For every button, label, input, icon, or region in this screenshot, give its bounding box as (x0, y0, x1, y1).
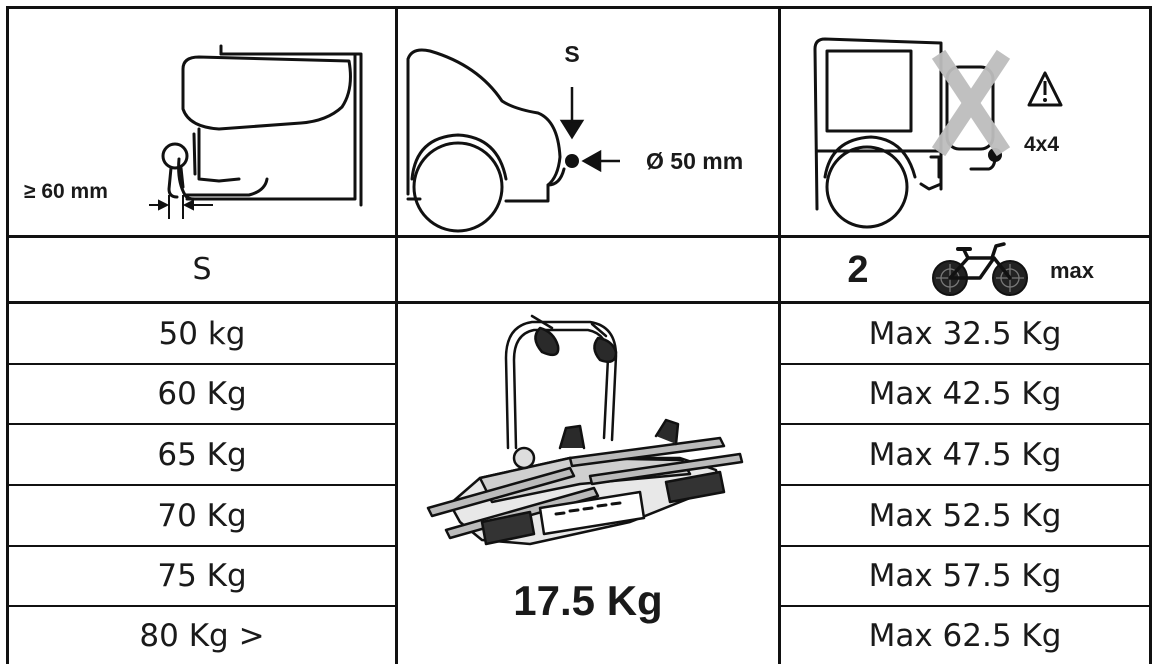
max-bike-load-row-5: Max 57.5 Kg (868, 558, 1062, 594)
row-divider-right-3 (778, 484, 1152, 486)
towball-load-row-5: 75 Kg (157, 558, 247, 594)
bike-max-label: max (1050, 258, 1095, 283)
row-divider-subheader (6, 301, 1152, 304)
carrier-weight-label: 17.5 Kg (513, 577, 663, 624)
max-bike-load-row-3: Max 47.5 Kg (868, 436, 1062, 473)
max-bike-load-row-1: Max 32.5 Kg (868, 315, 1062, 352)
max-bike-load-row-2: Max 42.5 Kg (868, 376, 1062, 412)
row-divider-right-2 (778, 423, 1152, 425)
towball-load-row-6: 80 Kg > (139, 617, 265, 654)
row-divider-right-5 (778, 605, 1152, 607)
row-divider-left-4 (6, 545, 398, 547)
car-rear-towball-icon (406, 48, 620, 233)
towbar-side-icon (149, 44, 363, 219)
row-divider-left-5 (6, 605, 398, 607)
bike-count: 2 (847, 248, 869, 291)
table-border-left (6, 6, 9, 664)
towball-load-row-3: 65 Kg (157, 436, 247, 473)
table-border-top (6, 6, 1152, 9)
max-bike-load-row-4: Max 52.5 Kg (868, 497, 1062, 534)
ball-diameter-label: Ø 50 mm (646, 147, 744, 174)
row-divider-left-2 (6, 423, 398, 425)
towball-load-header: S (192, 252, 212, 287)
bicycle-icon (932, 242, 1028, 296)
row-divider-right-4 (778, 545, 1152, 547)
row-divider-right-1 (778, 363, 1152, 365)
row-divider-header (6, 235, 1152, 238)
bike-carrier-icon (426, 314, 744, 546)
column-divider-2 (778, 6, 781, 664)
no-4x4-warning-icon (813, 37, 1063, 229)
table-border-right (1149, 6, 1152, 664)
vehicle-type-label: 4x4 (1024, 133, 1060, 156)
row-divider-left-3 (6, 484, 398, 486)
towball-load-row-4: 70 Kg (157, 497, 247, 534)
row-divider-left-1 (6, 363, 398, 365)
towball-clearance-label: ≥ 60 mm (24, 180, 108, 203)
column-divider-1 (395, 6, 398, 664)
ball-marker-label: S (564, 40, 580, 67)
max-bike-load-row-6: Max 62.5 Kg (868, 617, 1062, 654)
towball-load-row-2: 60 Kg (157, 376, 247, 412)
towball-load-row-1: 50 kg (158, 315, 246, 352)
